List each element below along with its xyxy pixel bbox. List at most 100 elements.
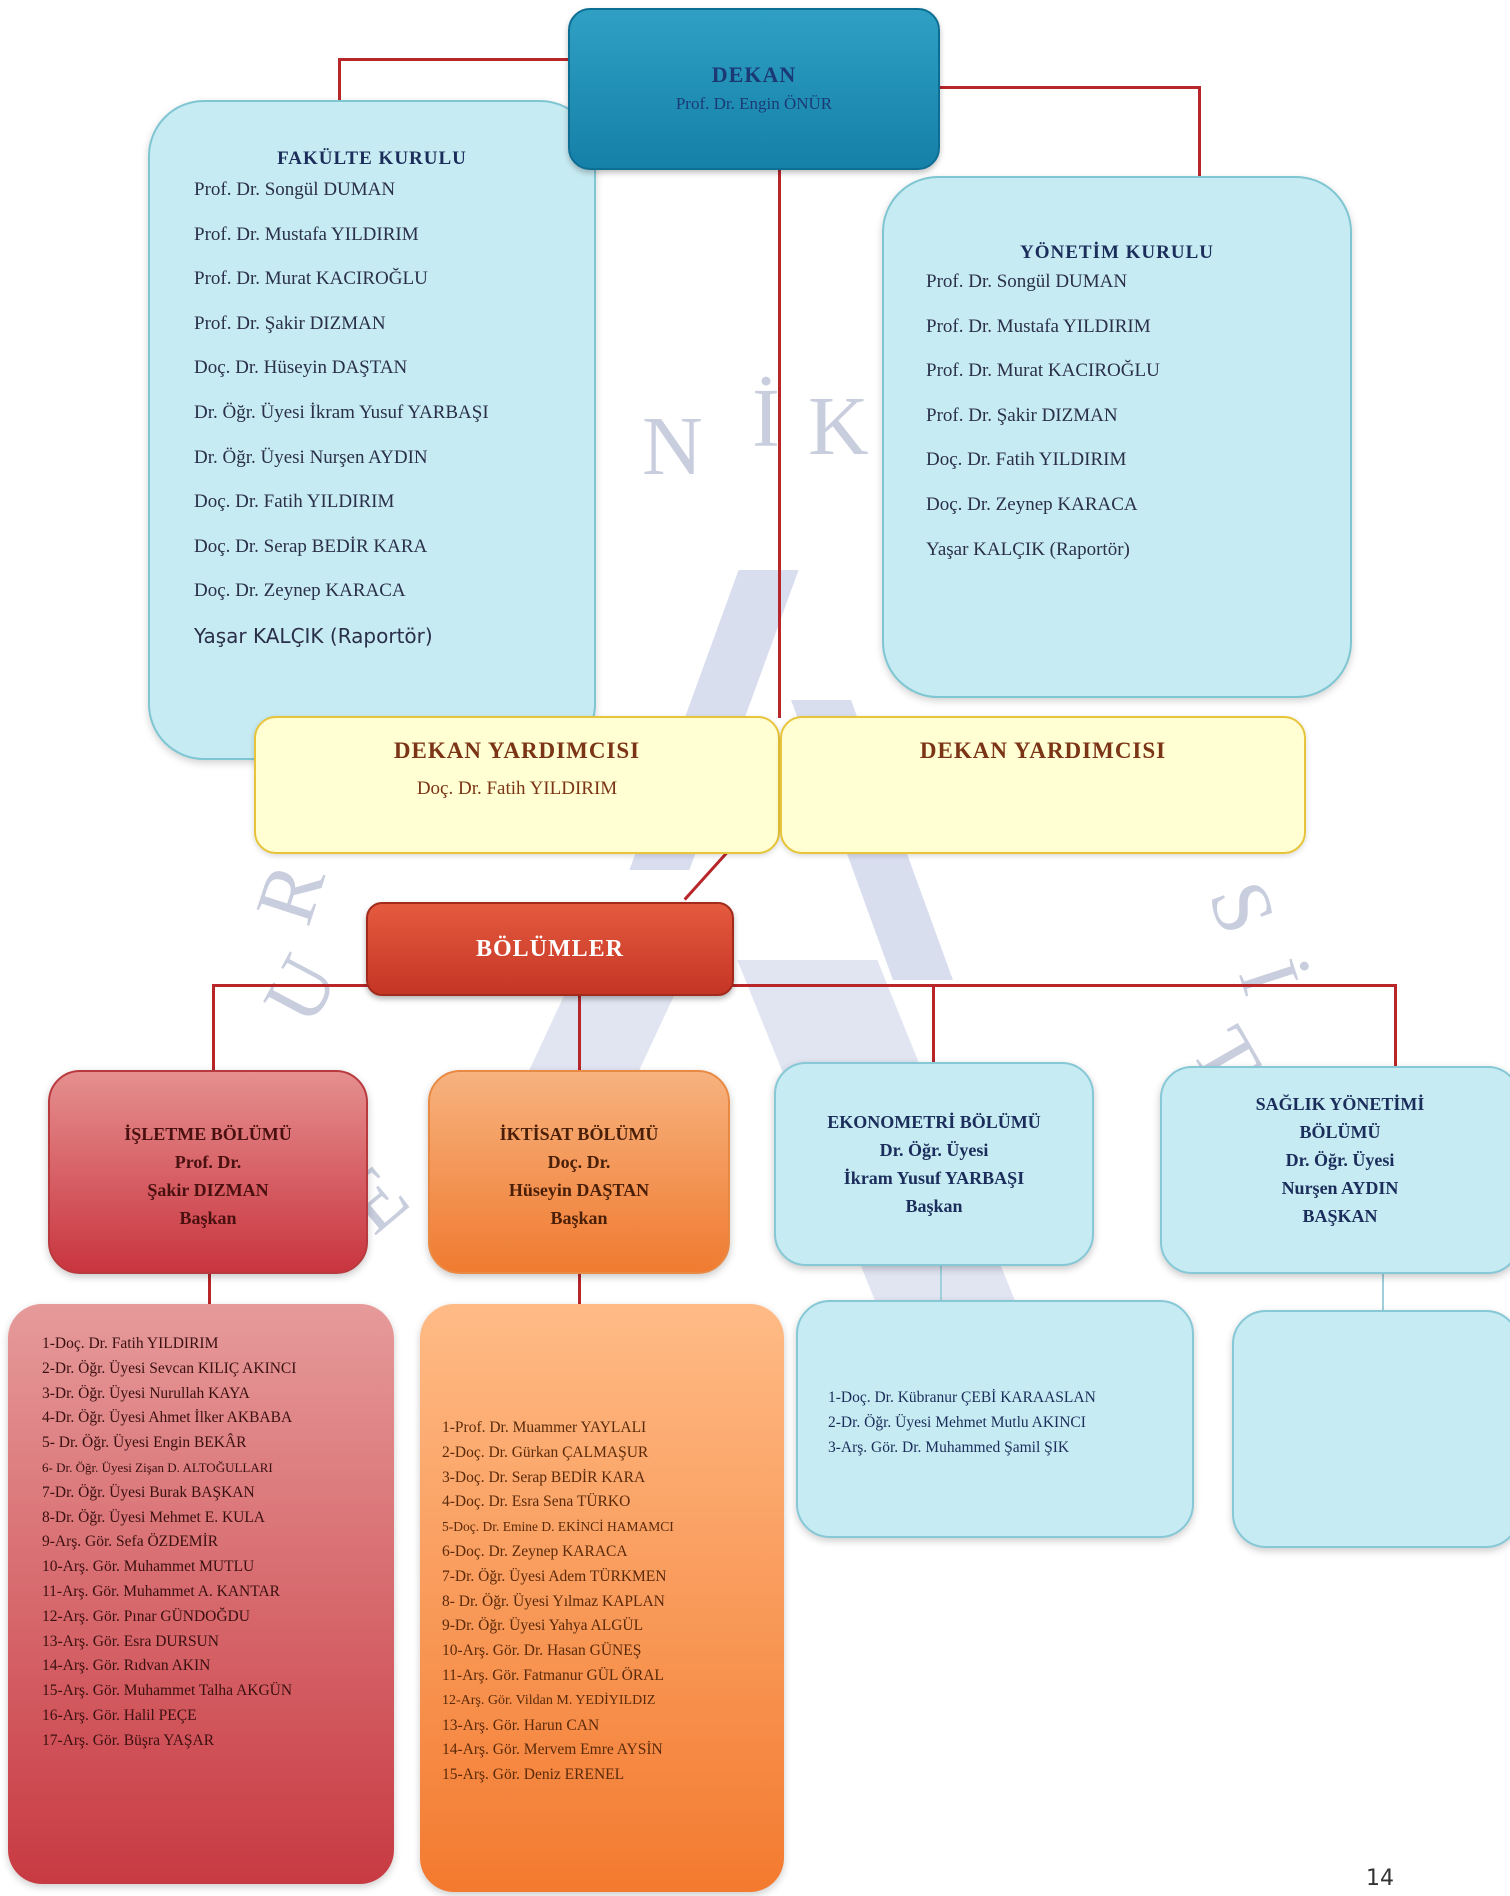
bolumler-box: BÖLÜMLER — [366, 902, 734, 996]
department-line: SAĞLIK YÖNETİMİ — [1255, 1094, 1425, 1114]
department-line: Nurşen AYDIN — [1281, 1178, 1399, 1198]
department-line: BAŞKAN — [1302, 1206, 1378, 1226]
department-line: Prof. Dr. — [174, 1152, 242, 1172]
staff-item: 13-Arş. Gör. Harun CAN — [442, 1716, 600, 1734]
fakulte-kurulu-member: Prof. Dr. Murat KACIROĞLU — [194, 268, 428, 290]
staff-item: 10-Arş. Gör. Dr. Hasan GÜNEŞ — [442, 1642, 642, 1660]
staff-item: 2-Dr. Öğr. Üyesi Sevcan KILIÇ AKINCI — [42, 1359, 297, 1377]
staff-item: 1-Doç. Dr. Kübranur ÇEBİ KARAASLAN — [828, 1389, 1096, 1406]
iktisat-staff-list: 1-Prof. Dr. Muammer YAYLALI 2-Doç. Dr. G… — [420, 1304, 784, 1892]
staff-item: 12-Arş. Gör. Vildan M. YEDİYILDIZ — [442, 1692, 656, 1708]
staff-item: 15-Arş. Gör. Deniz ERENEL — [442, 1766, 625, 1784]
staff-item: 4-Doç. Dr. Esra Sena TÜRKO — [442, 1493, 631, 1511]
yonetim-kurulu-member: Prof. Dr. Şakir DIZMAN — [926, 404, 1118, 426]
staff-item: 3-Arş. Gör. Dr. Muhammed Şamil ŞIK — [828, 1438, 1070, 1456]
staff-item: 10-Arş. Gör. Muhammet MUTLU — [42, 1558, 255, 1576]
yonetim-kurulu-member: Prof. Dr. Songül DUMAN — [926, 271, 1128, 292]
dekan-title: DEKAN — [711, 62, 797, 87]
ekonometri-bolumu-box: EKONOMETRİ BÖLÜMÜ Dr. Öğr. Üyesi İkram Y… — [774, 1062, 1094, 1266]
staff-item: 1-Doç. Dr. Fatih YILDIRIM — [42, 1335, 219, 1352]
fakulte-kurulu-member: Doç. Dr. Zeynep KARACA — [194, 580, 406, 602]
fakulte-kurulu-member: Dr. Öğr. Üyesi İkram Yusuf YARBAŞI — [194, 401, 489, 423]
department-line: Başkan — [179, 1208, 237, 1228]
staff-item: 11-Arş. Gör. Fatmanur GÜL ÖRAL — [442, 1666, 664, 1684]
fakulte-kurulu-member: Prof. Dr. Mustafa YILDIRIM — [194, 223, 419, 245]
connector-line — [778, 168, 781, 718]
connector-line — [932, 984, 935, 1064]
connector-line — [340, 58, 570, 61]
department-line: EKONOMETRİ BÖLÜMÜ — [827, 1112, 1041, 1132]
staff-item: 13-Arş. Gör. Esra DURSUN — [42, 1632, 219, 1650]
fakulte-kurulu-member: Doç. Dr. Hüseyin DAŞTAN — [194, 357, 408, 379]
staff-item: 6-Doç. Dr. Zeynep KARACA — [442, 1542, 628, 1560]
watermark-letter: İ — [1220, 949, 1318, 1008]
staff-item: 12-Arş. Gör. Pınar GÜNDOĞDU — [42, 1607, 250, 1625]
connector-line — [1382, 1274, 1384, 1312]
connector-line — [208, 1274, 211, 1306]
department-line: Hüseyin DAŞTAN — [508, 1180, 650, 1200]
connector-line — [212, 984, 215, 1072]
ekonometri-staff-list: 1-Doç. Dr. Kübranur ÇEBİ KARAASLAN 2-Dr.… — [796, 1300, 1194, 1538]
watermark-letter: İ — [752, 372, 782, 465]
staff-item: 9-Arş. Gör. Sefa ÖZDEMİR — [42, 1533, 219, 1551]
yonetim-kurulu-box: YÖNETİM KURULU Prof. Dr. Songül DUMAN Pr… — [882, 176, 1352, 698]
connector-line — [938, 86, 1200, 89]
dekan-yardimcisi-box: DEKAN YARDIMCISI Doç. Dr. Fatih YILDIRIM — [254, 716, 780, 854]
yonetim-kurulu-member: Yaşar KALÇIK (Raportör) — [926, 538, 1130, 560]
staff-item: 2-Dr. Öğr. Üyesi Mehmet Mutlu AKINCI — [828, 1413, 1086, 1431]
iktisat-bolumu-box: İKTİSAT BÖLÜMÜ Doç. Dr. Hüseyin DAŞTAN B… — [428, 1070, 730, 1274]
staff-item: 2-Doç. Dr. Gürkan ÇALMAŞUR — [442, 1443, 649, 1461]
staff-item: 7-Dr. Öğr. Üyesi Adem TÜRKMEN — [442, 1567, 667, 1585]
watermark-letter: S — [1190, 869, 1295, 948]
department-line: İKTİSAT BÖLÜMÜ — [499, 1124, 659, 1144]
connector-line — [1394, 984, 1397, 1068]
watermark-letter: K — [808, 380, 871, 473]
fakulte-kurulu-member: Prof. Dr. Songül DUMAN — [194, 179, 396, 200]
dekan-name: Prof. Dr. Engin ÖNÜR — [675, 94, 833, 113]
fakulte-kurulu-box: FAKÜLTE KURULU Prof. Dr. Songül DUMAN Pr… — [148, 100, 596, 760]
yonetim-kurulu-member: Doç. Dr. Fatih YILDIRIM — [926, 449, 1127, 471]
department-line: Dr. Öğr. Üyesi — [1285, 1150, 1395, 1170]
staff-item: 8- Dr. Öğr. Üyesi Yılmaz KAPLAN — [442, 1592, 665, 1610]
saglik-yonetimi-bolumu-box: SAĞLIK YÖNETİMİ BÖLÜMÜ Dr. Öğr. Üyesi Nu… — [1160, 1066, 1510, 1274]
department-line: BÖLÜMÜ — [1299, 1122, 1381, 1142]
fakulte-kurulu-member: Dr. Öğr. Üyesi Nurşen AYDIN — [194, 446, 428, 468]
yonetim-kurulu-title: YÖNETİM KURULU — [1020, 242, 1214, 263]
yonetim-kurulu-member: Prof. Dr. Murat KACIROĞLU — [926, 360, 1160, 382]
staff-item: 14-Arş. Gör. Rıdvan AKIN — [42, 1657, 211, 1675]
staff-item: 8-Dr. Öğr. Üyesi Mehmet E. KULA — [42, 1508, 265, 1526]
page-number: 14 — [1366, 1866, 1394, 1891]
staff-item: 5- Dr. Öğr. Üyesi Engin BEKÂR — [42, 1434, 247, 1452]
department-line: İŞLETME BÖLÜMÜ — [124, 1124, 292, 1144]
department-line: Başkan — [905, 1196, 963, 1216]
connector-line — [1198, 86, 1201, 178]
yonetim-kurulu-member: Prof. Dr. Mustafa YILDIRIM — [926, 315, 1151, 337]
fakulte-kurulu-member: Prof. Dr. Şakir DIZMAN — [194, 312, 386, 334]
staff-item: 1-Prof. Dr. Muammer YAYLALI — [442, 1419, 647, 1436]
department-line: Dr. Öğr. Üyesi — [879, 1140, 989, 1160]
fakulte-kurulu-title: FAKÜLTE KURULU — [277, 148, 467, 169]
staff-item: 14-Arş. Gör. Mervem Emre AYSİN — [442, 1741, 663, 1759]
department-line: Şakir DIZMAN — [147, 1180, 269, 1200]
saglik-staff-list — [1232, 1310, 1510, 1548]
isletme-staff-list: 1-Doç. Dr. Fatih YILDIRIM 2-Dr. Öğr. Üye… — [8, 1304, 394, 1884]
staff-item: 9-Dr. Öğr. Üyesi Yahya ALGÜL — [442, 1617, 644, 1635]
dekan-yardimcisi-title: DEKAN YARDIMCISI — [919, 738, 1167, 763]
staff-item: 4-Dr. Öğr. Üyesi Ahmet İlker AKBABA — [42, 1409, 293, 1427]
fakulte-kurulu-member: Yaşar KALÇIK (Raportör) — [194, 623, 433, 648]
connector-line — [578, 984, 581, 1072]
staff-item: 3-Dr. Öğr. Üyesi Nurullah KAYA — [42, 1384, 250, 1402]
staff-item: 5-Doç. Dr. Emine D. EKİNCİ HAMAMCI — [442, 1519, 674, 1535]
connector-line — [940, 1266, 942, 1302]
staff-item: 6- Dr. Öğr. Üyesi Zişan D. ALTOĞULLARI — [42, 1459, 273, 1475]
department-line: İkram Yusuf YARBAŞI — [843, 1168, 1025, 1188]
dekan-yardimcisi-name: Doç. Dr. Fatih YILDIRIM — [416, 778, 618, 799]
dekan-box: DEKAN Prof. Dr. Engin ÖNÜR — [568, 8, 940, 170]
connector-line — [338, 58, 341, 108]
staff-item: 16-Arş. Gör. Halil PEÇE — [42, 1706, 197, 1724]
dekan-yardimcisi-title: DEKAN YARDIMCISI — [393, 738, 641, 763]
department-line: Doç. Dr. — [547, 1152, 611, 1172]
watermark-letter: R — [237, 850, 345, 935]
staff-item: 15-Arş. Gör. Muhammet Talha AKGÜN — [42, 1682, 293, 1700]
watermark-letter: N — [642, 400, 705, 493]
